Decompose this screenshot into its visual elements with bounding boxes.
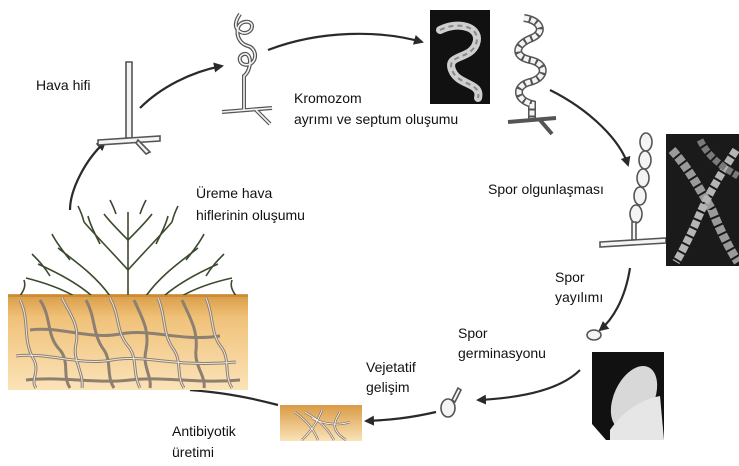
label-spor-olgunlasmasi: Spor olgunlaşması xyxy=(488,181,604,197)
germinating-spore-micrograph xyxy=(592,352,666,440)
label-kromozom-line2: ayrımı ve septum oluşumu xyxy=(294,111,458,127)
arrow-germination-to-vegetative xyxy=(366,412,436,421)
label-ureme-line1: Üreme hava xyxy=(196,184,272,201)
arrow-aerial-hypha-to-coiling xyxy=(140,66,222,108)
coiling-hypha-illustration xyxy=(222,14,272,124)
spore-chain-illustration xyxy=(600,133,666,247)
arrow-dispersal-to-germination xyxy=(478,370,580,400)
vegetative-mycelium-illustration xyxy=(280,405,362,441)
label-ureme-line2: hiflerinin oluşumu xyxy=(196,207,305,223)
arrow-maturation-to-dispersal xyxy=(600,268,630,330)
label-kromozom-line1: Kromozom xyxy=(294,90,362,106)
label-antibiyotik-line2: üretimi xyxy=(172,444,214,460)
septated-spiral-illustration xyxy=(508,18,556,134)
label-spor-yayilimi-line1: Spor xyxy=(555,269,585,285)
label-spor-germinasyonu-line1: Spor xyxy=(458,325,488,341)
label-spor-yayilimi-line2: yayılımı xyxy=(555,289,603,305)
colony-illustration xyxy=(8,200,248,390)
arrow-vegetative-to-antibiotic xyxy=(190,390,278,405)
arrow-septation-to-maturation xyxy=(550,90,628,165)
coiled-chain-micrograph xyxy=(430,10,490,104)
arrow-colony-to-aerial-hypha xyxy=(70,142,105,210)
aerial-hypha-illustration xyxy=(98,62,160,154)
free-spore-illustration xyxy=(587,330,601,340)
arrow-coiling-to-septation xyxy=(268,34,422,50)
germinating-spore-illustration xyxy=(441,388,461,417)
label-spor-germinasyonu-line2: germinasyonu xyxy=(458,345,546,361)
label-antibiyotik-line1: Antibiyotik xyxy=(172,423,237,439)
label-vejetatif-line2: gelişim xyxy=(366,379,410,395)
labels: Hava hifi Kromozom ayrımı ve septum oluş… xyxy=(36,77,604,460)
label-vejetatif-line1: Vejetatif xyxy=(366,359,416,375)
label-hava-hifi: Hava hifi xyxy=(36,77,90,93)
spore-chains-micrograph xyxy=(666,134,739,266)
